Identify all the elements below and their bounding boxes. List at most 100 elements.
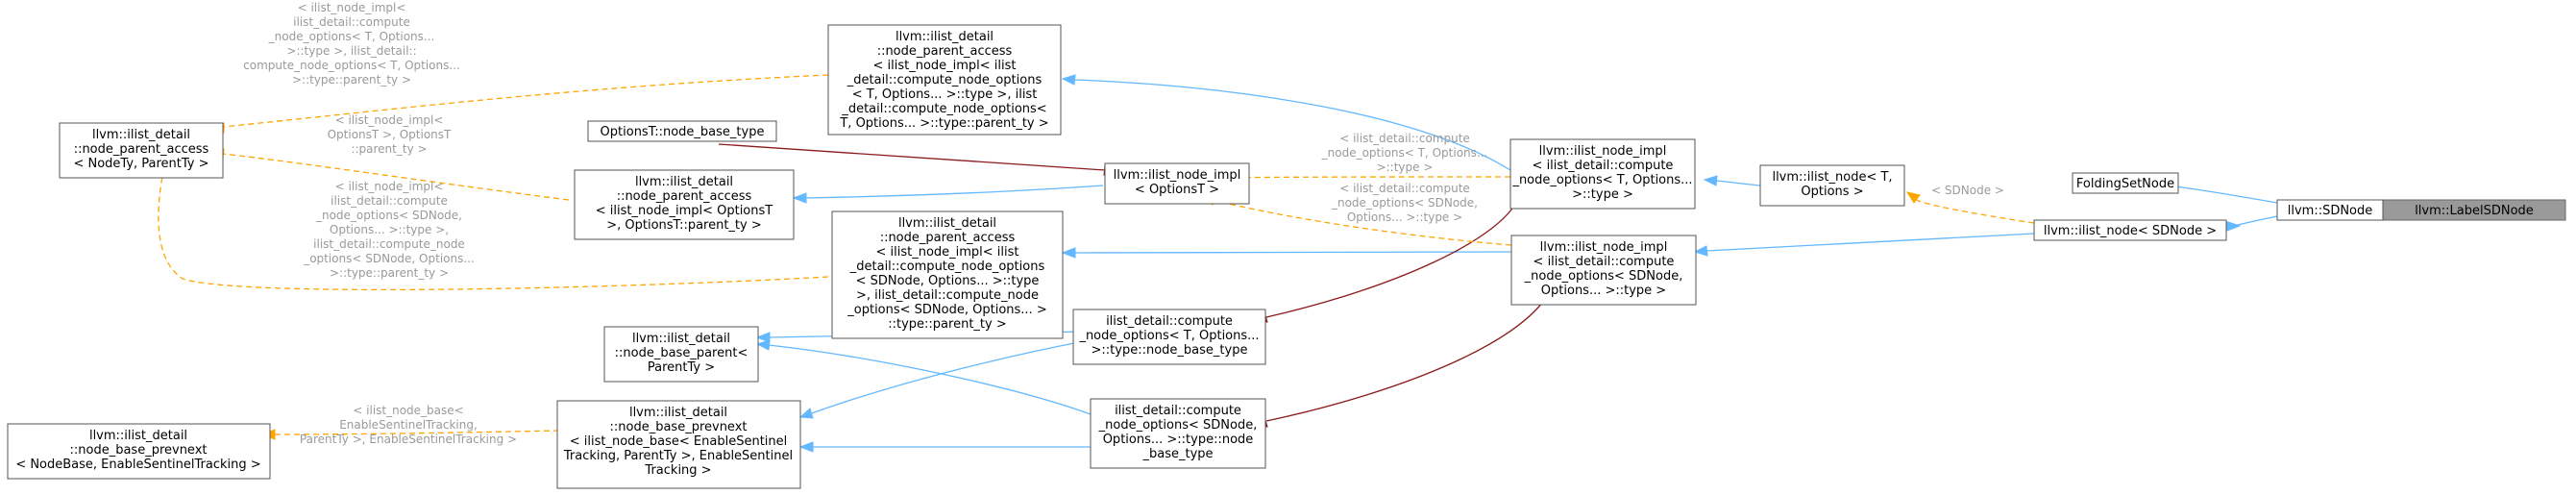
node-compute-node-options-t[interactable]: ilist_detail::compute_node_options< T, O… xyxy=(1072,309,1266,365)
svg-text:llvm::ilist_detail::node_paren: llvm::ilist_detail::node_parent_access< … xyxy=(846,216,1046,332)
node-node-base-prevnext[interactable]: llvm::ilist_detail::node_base_prevnext< … xyxy=(556,400,801,489)
text-line: < ilist_node_impl< ilist xyxy=(875,245,1018,260)
node-node-base-prevnext-generic[interactable]: llvm::ilist_detail::node_base_prevnext< … xyxy=(7,423,271,480)
text-line: llvm::ilist_node_impl xyxy=(1539,144,1667,159)
text-line: < ilist_node_impl< xyxy=(335,113,444,127)
text-line: _options< SDNode, Options... xyxy=(303,252,475,265)
text-line: >::type > xyxy=(1377,161,1434,174)
node-node-parent-access-optionst[interactable]: llvm::ilist_detail::node_parent_access< … xyxy=(574,169,795,240)
text-line: _base_type xyxy=(1141,447,1213,461)
node-ilist-node-impl-optionst[interactable]: llvm::ilist_node_impl< OptionsT > xyxy=(1104,162,1250,205)
node-node-parent-access-sdnode[interactable]: llvm::ilist_detail::node_parent_access< … xyxy=(831,210,1064,339)
edge-npatop-to-impltop xyxy=(1073,79,1511,171)
edge-npaoptT-template xyxy=(222,153,570,201)
text-line: llvm::ilist_detail xyxy=(92,128,190,142)
arrowhead xyxy=(1061,247,1076,259)
text-line: _node_options< SDNode, xyxy=(1098,418,1258,433)
text-line: ::type::parent_ty > xyxy=(888,317,1007,332)
arrowhead xyxy=(755,332,771,343)
svg-text:OptionsT::node_base_type: OptionsT::node_base_type xyxy=(601,125,765,139)
svg-text:llvm::LabelSDNode: llvm::LabelSDNode xyxy=(2415,204,2534,218)
svg-text:llvm::ilist_node_impl< ilist_d: llvm::ilist_node_impl< ilist_detail::com… xyxy=(1524,240,1683,298)
node-ilist-node-impl-top[interactable]: llvm::ilist_node_impl< ilist_detail::com… xyxy=(1509,138,1696,210)
arrowhead xyxy=(1693,245,1708,257)
node-node-parent-access-generic[interactable]: llvm::ilist_detail::node_parent_access< … xyxy=(59,122,224,179)
text-line: llvm::ilist_node_impl xyxy=(1540,240,1668,255)
svg-text:llvm::SDNode: llvm::SDNode xyxy=(2288,204,2373,218)
text-line: _node_options< T, Options... xyxy=(1321,146,1488,160)
text-line: Options... >::type::node xyxy=(1103,433,1254,447)
text-line: >::type::parent_ty > xyxy=(292,73,411,87)
text-line: ::node_parent_access xyxy=(617,189,752,204)
text-line: FoldingSetNode xyxy=(2076,177,2174,191)
text-line: ParentTy > xyxy=(648,360,715,375)
edge-label-sdnode: < SDNode > xyxy=(1931,184,2004,197)
text-line: _node_options< SDNode, xyxy=(315,209,462,222)
node-optionst-node-base-type[interactable]: OptionsT::node_base_type xyxy=(587,120,777,142)
edges xyxy=(158,74,2441,453)
text-line: >, OptionsT::parent_ty > xyxy=(606,218,762,233)
arrowhead xyxy=(1061,74,1076,86)
text-line: ilist_detail::compute_node xyxy=(313,237,465,251)
edge-label-implmid-template: < ilist_detail::compute_node_options< SD… xyxy=(1331,182,1478,224)
text-line: Options... >::type > xyxy=(1347,210,1462,224)
node-compute-node-options-sdnode[interactable]: ilist_detail::compute_node_options< SDNo… xyxy=(1090,398,1266,469)
node-node-base-parent[interactable]: llvm::ilist_detail::node_base_parent<Par… xyxy=(603,326,759,383)
text-line: < ilist_node_base< xyxy=(353,404,463,417)
text-line: _node_options< SDNode, xyxy=(1524,269,1683,284)
text-line: < ilist_node_impl< OptionsT xyxy=(596,204,773,218)
text-line: ilist_detail::compute xyxy=(293,15,410,29)
text-line: < ilist_detail::compute xyxy=(1533,159,1674,173)
text-line: < NodeTy, ParentTy > xyxy=(73,157,209,171)
text-line: ::node_parent_access xyxy=(880,231,1016,245)
edge-label-npaoptT-template: < ilist_node_impl<OptionsT >, OptionsT::… xyxy=(328,113,452,156)
node-ilist-node-sdnode[interactable]: llvm::ilist_node< SDNode > xyxy=(2033,219,2227,241)
node-llvm-labelsdnode: llvm::LabelSDNode xyxy=(2382,199,2566,221)
edge-npasdnode-to-implmid xyxy=(1073,251,1512,254)
node-ilist-node-impl-sdnode[interactable]: llvm::ilist_node_impl< ilist_detail::com… xyxy=(1510,235,1697,306)
text-line: llvm::ilist_detail xyxy=(629,406,727,420)
text-line: Options... >::type >, xyxy=(330,223,449,236)
text-line: Tracking > xyxy=(644,463,711,478)
text-line: llvm::ilist_node< SDNode > xyxy=(2044,224,2217,238)
node-node-parent-access-t[interactable]: llvm::ilist_detail::node_parent_access< … xyxy=(827,24,1062,136)
arrowhead xyxy=(1905,191,1921,204)
arrowhead xyxy=(2224,220,2242,232)
text-line: _node_options< T, Options... xyxy=(1078,329,1259,343)
edge-npasdnode-template xyxy=(158,170,829,291)
text-line: ::node_base_prevnext xyxy=(610,420,748,434)
text-line: ::parent_ty > xyxy=(351,142,427,156)
node-foldingsetnode[interactable]: FoldingSetNode xyxy=(2072,172,2179,194)
edge-optionst-to-implOptT xyxy=(718,143,1106,171)
node-ilist-node-t[interactable]: llvm::ilist_node< T,Options > xyxy=(1759,164,1905,207)
svg-text:llvm::ilist_detail::node_base_: llvm::ilist_detail::node_base_prevnext< … xyxy=(563,406,793,478)
text-line: llvm::ilist_node_impl xyxy=(1114,168,1241,183)
edge-label-npatop-template: < ilist_node_impl<ilist_detail::compute_… xyxy=(243,1,460,87)
svg-text:FoldingSetNode: FoldingSetNode xyxy=(2076,177,2174,191)
edge-implmid-template xyxy=(1212,199,1512,246)
edge-npaoptT-to-implOptT xyxy=(804,185,1104,199)
edge-label-impltop-template: < ilist_detail::compute_node_options< T,… xyxy=(1321,132,1488,174)
text-line: _node_options< SDNode, xyxy=(1331,196,1478,210)
edge-implmid-to-ilistnodesdnode xyxy=(1705,233,2035,252)
text-line: llvm::SDNode xyxy=(2288,204,2373,218)
text-line: ilist_detail::compute xyxy=(1115,404,1241,418)
text-line: < ilist_node_impl< xyxy=(335,180,444,193)
text-line: llvm::ilist_detail xyxy=(898,216,996,231)
arrowhead xyxy=(798,408,814,419)
text-line: < SDNode > xyxy=(1931,184,2004,197)
arrowhead xyxy=(755,339,771,351)
arrowhead xyxy=(1703,175,1718,186)
edge-foldingsetnode-to-sdnode xyxy=(2174,186,2278,204)
svg-text:llvm::ilist_node_impl< Options: llvm::ilist_node_impl< OptionsT > xyxy=(1114,168,1241,197)
text-line: < ilist_node_base< EnableSentinel xyxy=(570,434,788,449)
node-llvm-sdnode[interactable]: llvm::SDNode xyxy=(2276,199,2384,221)
arrowhead xyxy=(798,441,814,453)
text-line: ParentTy >, EnableSentinelTracking > xyxy=(300,433,517,446)
text-line: ::node_base_parent< xyxy=(615,346,748,360)
text-line: OptionsT >, OptionsT xyxy=(328,128,452,141)
text-line: >::type::parent_ty > xyxy=(330,266,449,280)
svg-text:llvm::ilist_detail::node_base_: llvm::ilist_detail::node_base_parent<Par… xyxy=(615,332,748,375)
edge-labels: < SDNode > < ilist_detail::compute_node_… xyxy=(243,1,2004,446)
